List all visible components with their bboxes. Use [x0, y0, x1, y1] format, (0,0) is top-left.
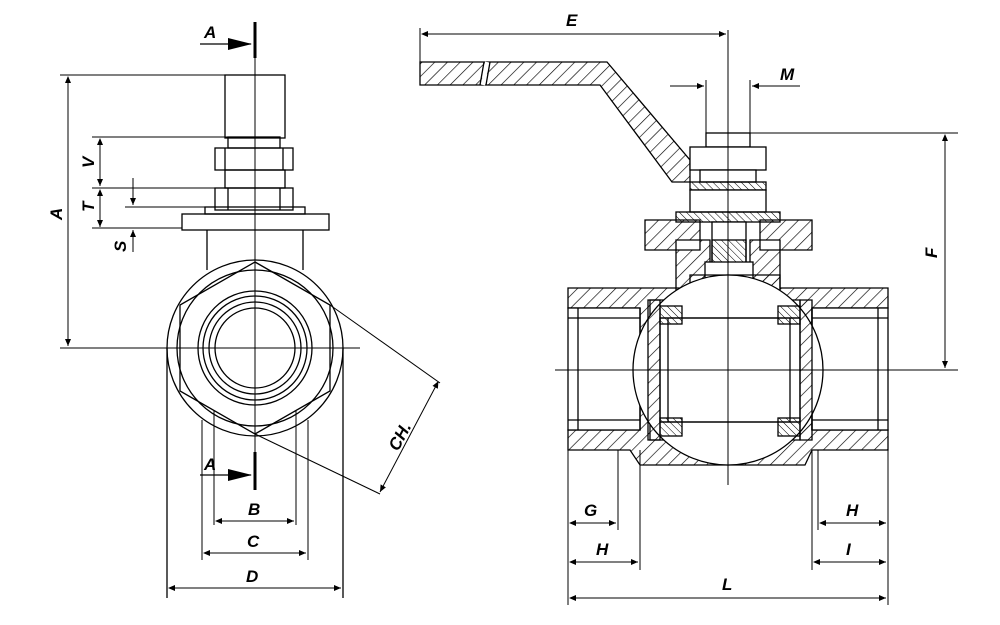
stem: [224, 74, 286, 139]
seat-br: [777, 417, 801, 437]
label-v: V: [79, 155, 98, 168]
seat-tl: [659, 305, 683, 325]
flange-left: [644, 219, 701, 251]
handle: [419, 61, 691, 183]
label-t: T: [79, 200, 98, 212]
label-e: E: [566, 11, 578, 30]
label-a-section-bottom: A: [203, 455, 216, 474]
section-dimensions: [419, 28, 958, 605]
section-view: [419, 30, 955, 485]
seat-tr: [777, 305, 801, 325]
label-a-height: A: [47, 208, 66, 221]
label-h-left: H: [596, 540, 609, 559]
stem-nut: [214, 147, 294, 171]
gland-nut: [214, 187, 294, 211]
label-d: D: [246, 567, 258, 586]
label-m: M: [780, 65, 795, 84]
label-l: L: [722, 575, 732, 594]
side-view: [60, 22, 441, 598]
label-g: G: [584, 501, 597, 520]
label-c: C: [247, 532, 260, 551]
label-ch: CH.: [385, 419, 416, 454]
seat-bl: [659, 417, 683, 437]
label-f: F: [922, 247, 941, 258]
label-s: S: [111, 240, 130, 252]
flange-right: [759, 219, 813, 251]
label-i: I: [846, 540, 852, 559]
label-h-right: H: [846, 501, 859, 520]
label-a-section: A: [203, 23, 216, 42]
label-b: B: [248, 500, 260, 519]
